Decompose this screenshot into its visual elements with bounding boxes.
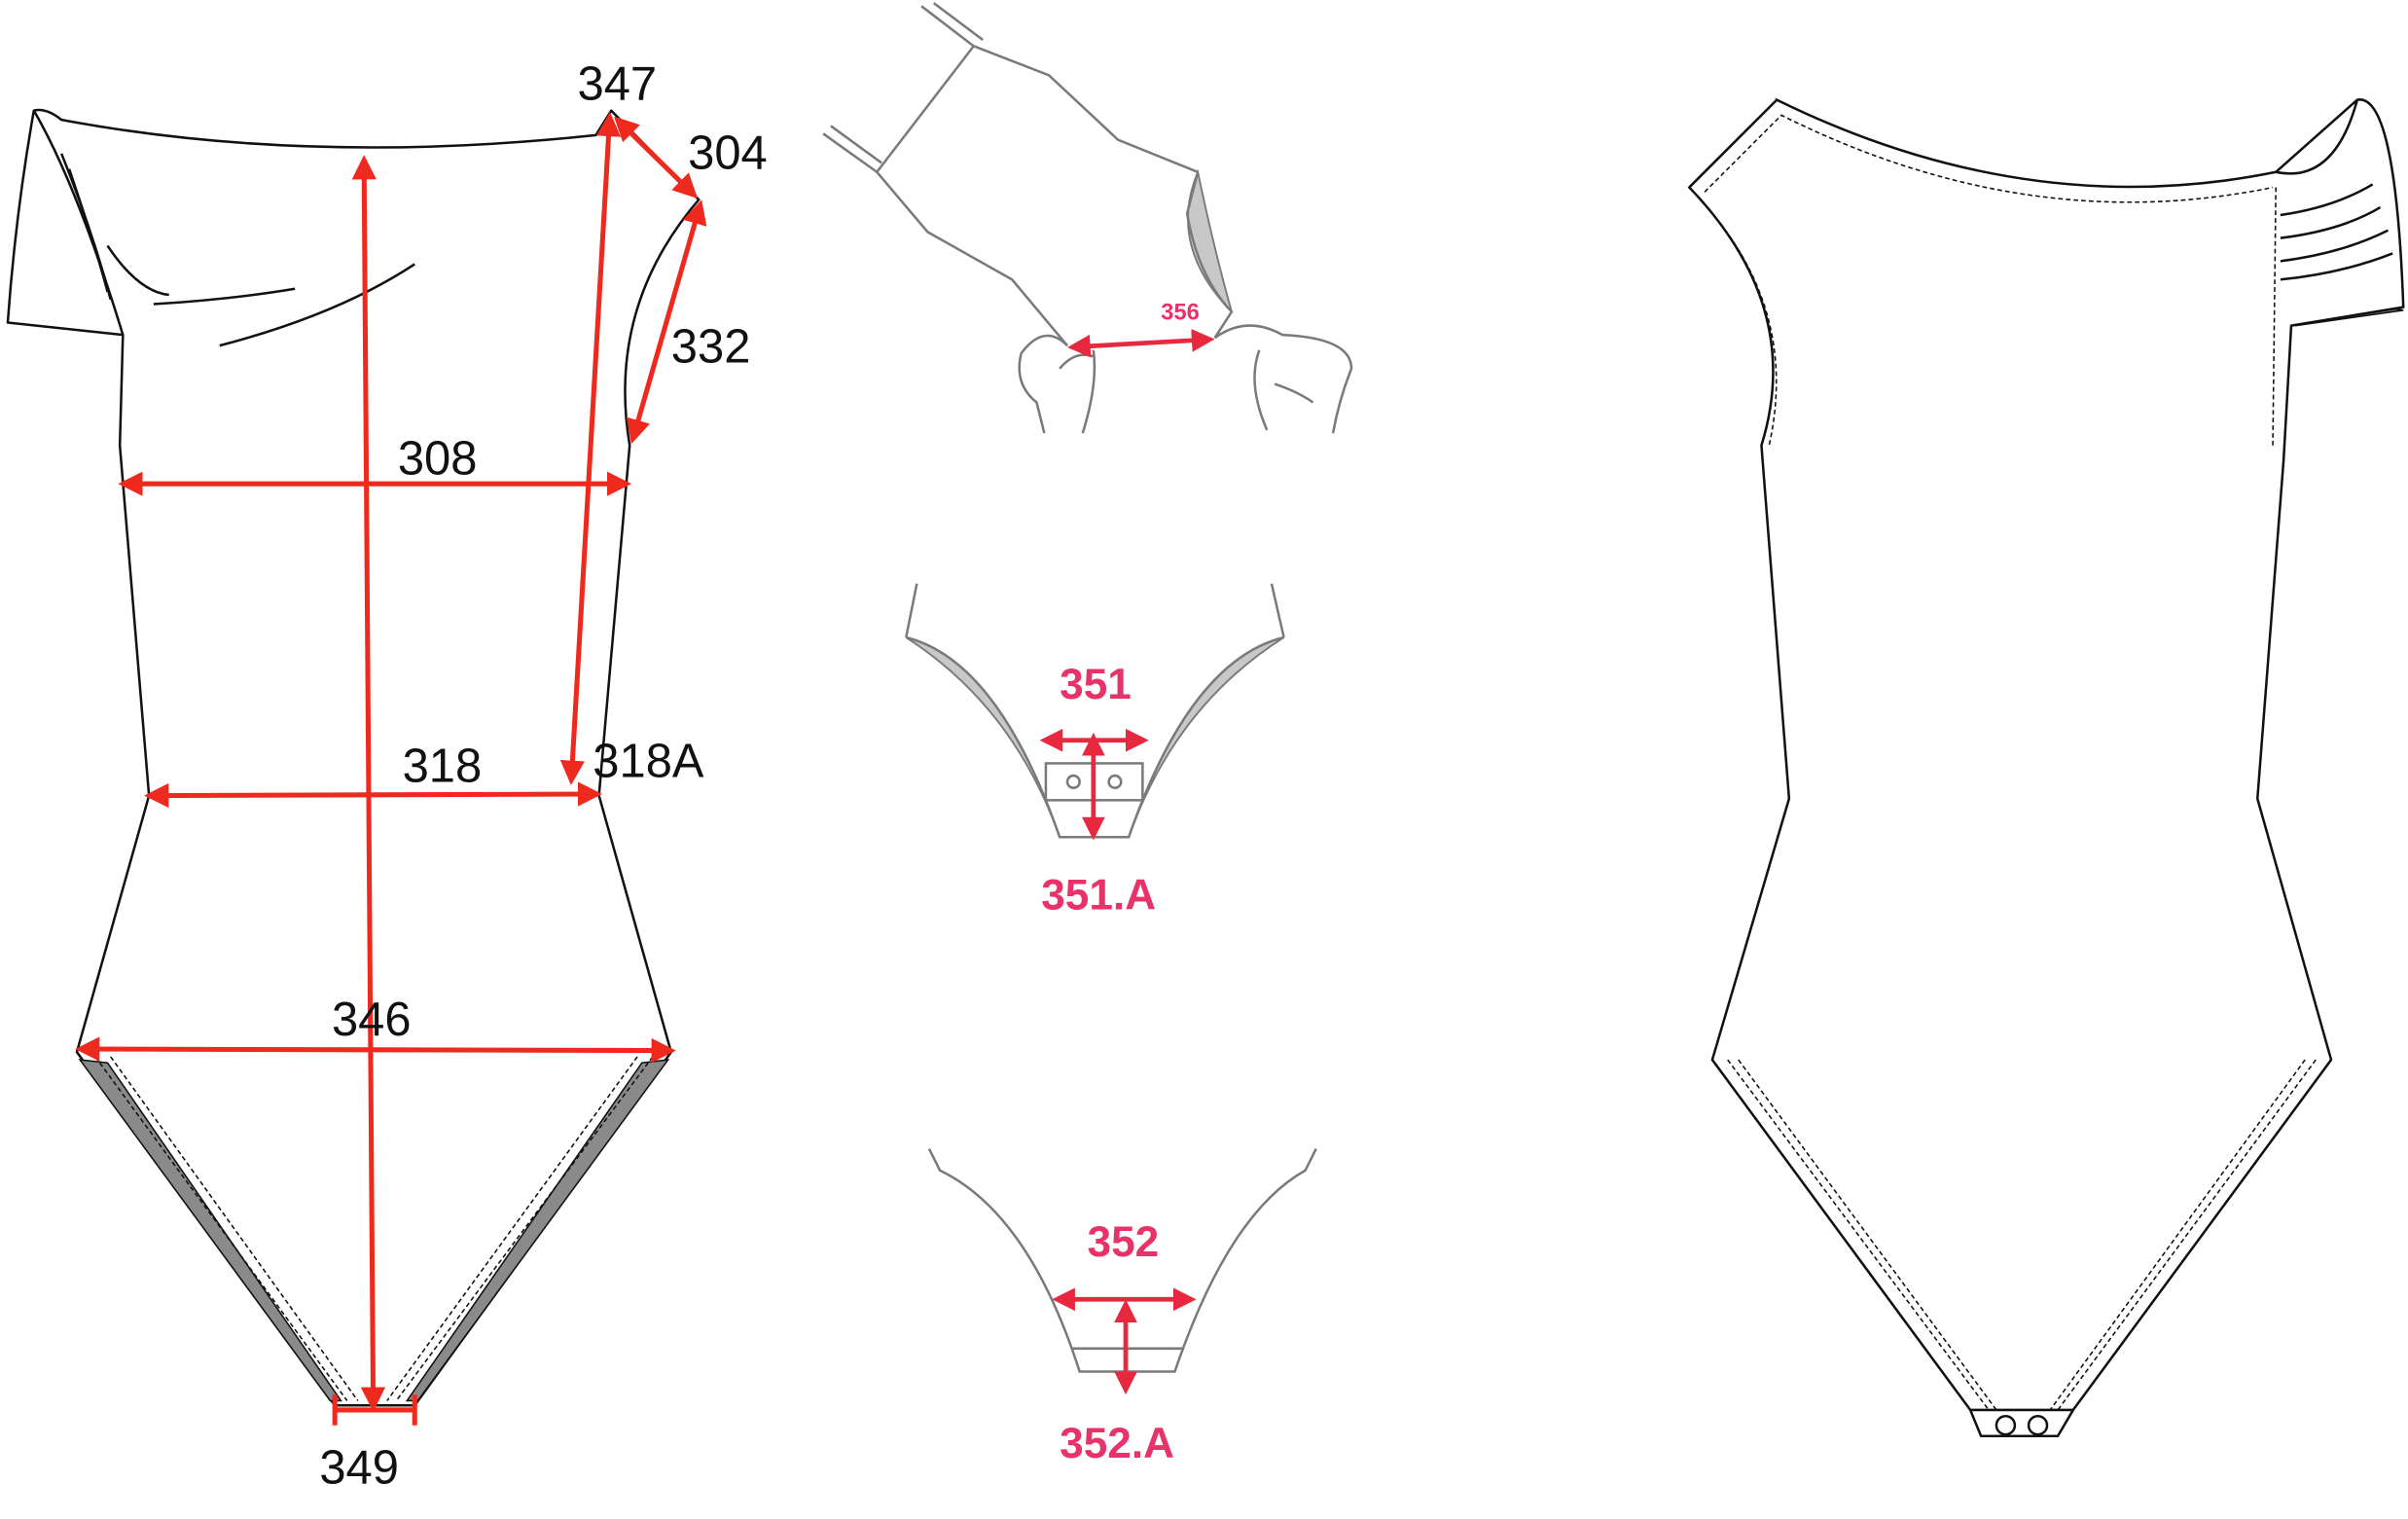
- label-349: 349: [319, 1442, 399, 1495]
- label-346: 346: [332, 994, 412, 1046]
- snap-icon: [1107, 774, 1123, 789]
- front-measurements: 347 304 332 308 318 318A 346 349: [75, 58, 768, 1495]
- arrow-304: [613, 116, 699, 199]
- label-352a: 352.A: [1060, 1420, 1174, 1467]
- label-351: 351: [1060, 661, 1132, 708]
- arrow-356: [1067, 329, 1215, 358]
- gusset-front-detail: 351 351.A: [905, 583, 1285, 919]
- label-318: 318: [403, 740, 483, 792]
- snap-icon: [2027, 1414, 2049, 1436]
- label-308: 308: [398, 433, 478, 486]
- gusset-back-detail: 352 352.A: [927, 1148, 1317, 1467]
- leg-opening-detail: 356: [822, 2, 1353, 434]
- arrow-332: [626, 199, 707, 445]
- snap-icon: [1995, 1414, 2017, 1436]
- arrow-347: [559, 111, 622, 785]
- label-304: 304: [688, 127, 768, 180]
- right-hand-icon: [1213, 324, 1353, 434]
- label-351a: 351.A: [1041, 871, 1156, 919]
- arrow-346: [75, 1036, 676, 1064]
- label-352: 352: [1088, 1218, 1160, 1266]
- label-332: 332: [671, 320, 751, 373]
- left-hand-icon: [1018, 334, 1096, 434]
- snap-icon: [1065, 774, 1081, 789]
- label-318a: 318A: [593, 736, 704, 788]
- arrow-318: [144, 781, 603, 809]
- label-347: 347: [578, 58, 658, 111]
- back-garment-outline: [1687, 98, 2405, 1438]
- label-356: 356: [1161, 300, 1199, 325]
- back-garment: [1687, 97, 2405, 1438]
- bracket-349: [332, 1394, 417, 1426]
